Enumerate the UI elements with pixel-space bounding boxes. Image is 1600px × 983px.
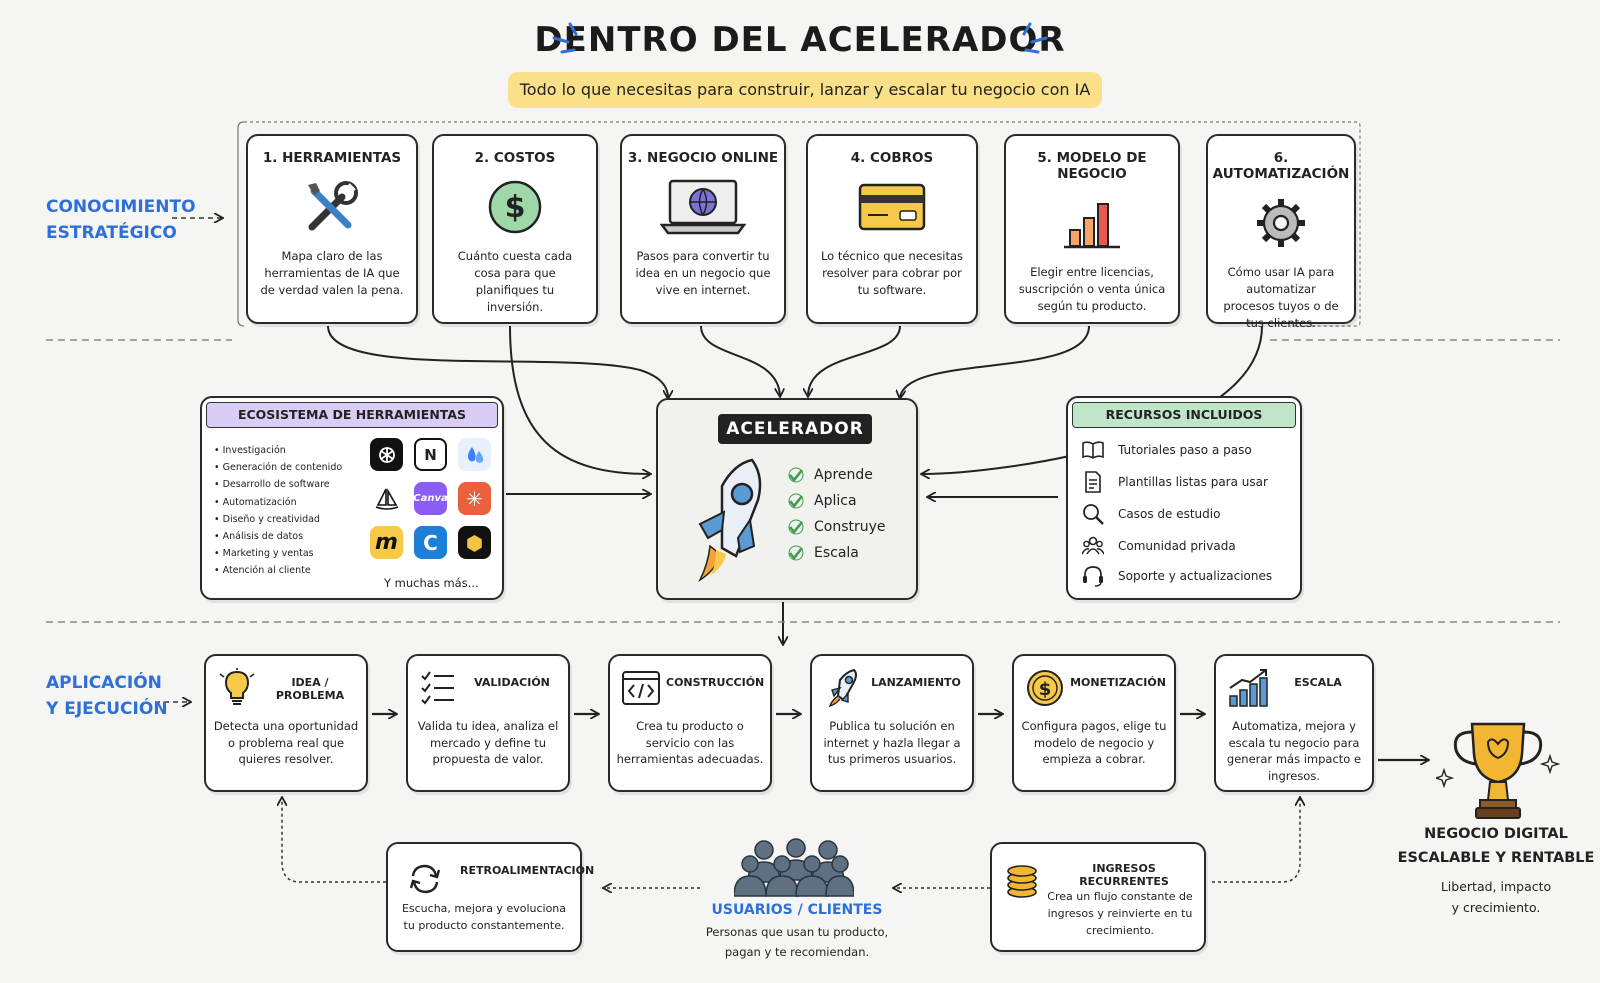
- lightbulb-icon: [219, 668, 255, 705]
- topic-card-business-model: 5. MODELO DE NEGOCIO Elegir entre licenc…: [1004, 134, 1180, 324]
- step-card-idea: IDEA / PROBLEMA Detecta una oportunidad …: [204, 654, 368, 792]
- section-label-application: APLICACIÓN Y EJECUCIÓN: [46, 673, 168, 719]
- ecosystem-title: ECOSISTEMA DE HERRAMIENTAS: [206, 402, 498, 428]
- rocket-icon: [698, 458, 762, 583]
- check-apply: Aplica: [788, 488, 857, 514]
- miro-logo-icon: m: [370, 526, 403, 559]
- topic-card-costs: 2. COSTOS $ Cuánto cuesta cada cosa para…: [432, 134, 598, 324]
- ecosystem-more: Y muchas más...: [384, 576, 479, 590]
- check-learn: Aprende: [788, 462, 873, 488]
- coins-icon: [1007, 865, 1037, 898]
- gear-icon: [1257, 199, 1305, 247]
- cube-logo-icon: ⬢: [458, 526, 491, 559]
- resource-templates: Plantillas listas para usar: [1082, 468, 1268, 496]
- users-title: USUARIOS / CLIENTES: [711, 902, 883, 918]
- accelerator-title: ACELERADOR: [718, 414, 872, 444]
- recurring-revenue-card: INGRESOS RECURRENTES Crea un flujo const…: [990, 842, 1206, 952]
- check-icon: [788, 467, 804, 483]
- check-scale: Escala: [788, 540, 859, 566]
- svg-text:$: $: [505, 190, 526, 225]
- step-card-validation: VALIDACIÓN Valida tu idea, analiza el me…: [406, 654, 570, 792]
- headset-icon: [1083, 566, 1103, 587]
- resources-panel: RECURSOS INCLUIDOS Tutoriales paso a pas…: [1066, 396, 1302, 600]
- page-title: DENTRO DEL ACELERADOR: [534, 20, 1066, 60]
- resources-title: RECURSOS INCLUIDOS: [1072, 402, 1296, 428]
- trophy-icon: [1436, 722, 1560, 819]
- resource-case-studies: Casos de estudio: [1082, 500, 1220, 528]
- users-group-icon: [734, 838, 854, 897]
- page-subtitle: Todo lo que necesitas para construir, la…: [508, 72, 1102, 108]
- check-icon: [788, 493, 804, 509]
- svg-text:$: $: [1039, 679, 1052, 700]
- section-label-knowledge: CONOCIMIENTO ESTRATÉGICO: [46, 197, 196, 243]
- magnifier-icon: [1083, 504, 1104, 525]
- notion-logo-icon: N: [414, 438, 447, 471]
- ecosystem-panel: ECOSISTEMA DE HERRAMIENTAS Investigación…: [200, 396, 504, 600]
- step-card-scale: ESCALA Automatiza, mejora y escala tu ne…: [1214, 654, 1374, 792]
- sparkle-right-icon: [1022, 22, 1048, 54]
- book-icon: [1082, 441, 1104, 459]
- openai-logo-icon: [370, 438, 403, 471]
- c-logo-icon: C: [414, 526, 447, 559]
- code-window-icon: [622, 671, 660, 705]
- refresh-icon: [409, 864, 441, 894]
- users-block: USUARIOS / CLIENTES Personas que usan tu…: [690, 902, 904, 962]
- dollar-coin-icon: $: [488, 180, 542, 234]
- topic-card-payments: 4. COBROS Lo técnico que necesitas resol…: [806, 134, 978, 324]
- dollar-coin-icon: $: [1027, 670, 1063, 706]
- topic-card-online-business: 3. NEGOCIO ONLINE Pasos para convertir t…: [620, 134, 786, 324]
- claude-logo-icon: ✳: [458, 482, 491, 515]
- resource-community: Comunidad privada: [1082, 532, 1236, 560]
- goal-block: NEGOCIO DIGITAL ESCALABLE Y RENTABLE Lib…: [1397, 826, 1595, 915]
- midjourney-logo-icon: [370, 482, 403, 515]
- tools-icon: [308, 181, 358, 231]
- canva-logo-icon: Canva: [413, 482, 448, 515]
- check-build: Construye: [788, 514, 886, 540]
- resource-tutorials: Tutoriales paso a paso: [1082, 436, 1252, 464]
- credit-card-icon: [858, 183, 926, 231]
- step-card-launch: LANZAMIENTO Publica tu solución en inter…: [810, 654, 974, 792]
- drops-logo-icon: [458, 438, 491, 471]
- sparkle-left-icon: [552, 22, 578, 54]
- growth-chart-icon: [1229, 669, 1268, 707]
- accelerator-hub: ACELERADOR Aprende Aplica Construye Esca…: [656, 398, 918, 600]
- step-card-construction: CONSTRUCCIÓN Crea tu producto o servicio…: [608, 654, 772, 792]
- check-icon: [788, 545, 804, 561]
- topic-card-tools: 1. HERRAMIENTAS Mapa claro de las herram…: [246, 134, 418, 324]
- document-icon: [1085, 471, 1101, 493]
- check-icon: [788, 519, 804, 535]
- topic-card-automation: 6. AUTOMATIZACIÓN Cómo usar IA para auto…: [1206, 134, 1356, 330]
- checklist-icon: [421, 671, 454, 705]
- step-card-monetization: $ MONETIZACIÓN Configura pagos, elige tu…: [1012, 654, 1176, 792]
- community-icon: [1082, 536, 1104, 555]
- resource-support: Soporte y actualizaciones: [1082, 562, 1272, 590]
- laptop-globe-icon: [660, 179, 746, 235]
- feedback-card: RETROALIMENTACIÓN Escucha, mejora y evol…: [386, 842, 594, 952]
- ecosystem-list: Investigación Generación de contenido De…: [214, 442, 343, 580]
- bar-chart-icon: [1064, 203, 1120, 249]
- rocket-icon: [828, 668, 857, 708]
